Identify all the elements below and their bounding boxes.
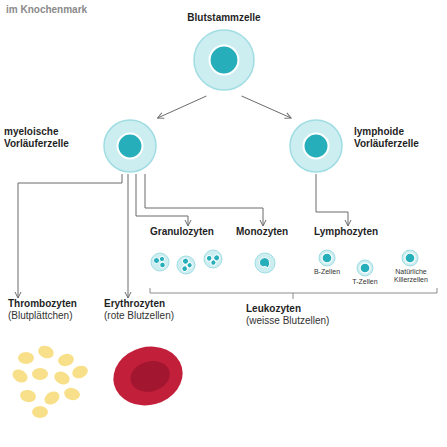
connector-arrow [128,174,129,298]
connector-arrow [242,96,292,118]
platelet [18,352,34,364]
cell-node: Monozyten [234,226,294,276]
cell-node: T-Zellen [348,258,382,288]
nucleus-lobe [181,265,189,273]
node-label: B-Zellen [310,268,344,276]
node-label: Monozyten [236,226,294,238]
node-label: Natürliche Killerzellen [384,268,438,284]
nucleus-lobe [205,254,213,262]
node-label: Thrombozyten [8,298,96,310]
cell-node: Lymphozyten [312,226,384,240]
cell-node: B-Zellen [310,248,344,278]
group-label: (weisse Blutzellen) [246,315,386,327]
granulocyte-body [204,250,222,268]
cell-nucleus [304,134,329,159]
platelet [52,369,72,387]
platelet [63,386,82,402]
cell-nucleus [118,134,143,159]
cell-node: Thrombozyten(Blutplättchen) [4,298,96,420]
monocyte-nucleus [259,258,269,269]
lymphocyte-body [357,260,373,276]
cell-body [290,120,342,172]
granulocyte-nucleus [178,257,194,273]
node-label: lymphoide Vorläuferzelle [354,126,442,150]
nucleus-lobe [159,256,164,261]
nucleus-lobe [160,262,166,268]
node-label: Granulozyten [150,226,226,238]
connector-arrow [18,174,122,298]
node-label: myeloische Vorläuferzelle [4,126,88,150]
platelet [19,389,37,404]
cell-nucleus [210,46,239,75]
nucleus-lobe [154,258,160,264]
cell-illustration [184,12,264,94]
platelet [32,406,48,418]
granulocyte-nucleus [205,250,221,266]
group-label: Leukozyten [246,303,366,315]
monocyte-body [255,253,275,273]
lymphocyte-body [402,250,418,266]
platelet [42,389,62,407]
cell-node: Natürliche Killerzellen [384,248,438,288]
granulocyte-nucleus [154,256,166,267]
connector-arrow [316,174,348,226]
cell-node: Granulozyten [146,226,226,276]
lymphocyte-nucleus [360,263,370,273]
cell-node: Blutstammzelle [184,12,264,94]
node-label: Erythrozyten [104,298,200,310]
node-sublabel: (Blutplättchen) [8,310,96,322]
granulocyte-body [151,253,169,271]
cell-node: lymphoide Vorläuferzelle [288,118,444,174]
cell-body [194,30,254,90]
leukocyte-bracket [150,288,437,293]
connector-arrow [158,96,207,118]
cell-node: myeloische Vorläuferzelle [4,118,164,174]
node-sublabel: (rote Blutzellen) [104,310,200,322]
platelet [57,352,76,368]
lymphocyte-nucleus [405,253,415,263]
cell-body [104,120,156,172]
platelet [10,367,30,385]
node-label: Blutstammzelle [184,12,264,24]
connector-arrow [145,174,263,226]
platelet [32,368,48,380]
platelet [36,344,55,361]
platelet [70,364,89,381]
red-blood-cell-center [127,357,173,396]
cell-node: Erythrozyten(rote Blutzellen) [100,298,200,420]
node-label: Lymphozyten [314,226,384,238]
lymphocyte-body [319,250,335,266]
red-blood-cell [107,339,190,413]
granulocyte-body [177,256,195,274]
lymphocyte-nucleus [322,253,332,263]
node-label: T-Zellen [348,278,382,286]
connector-arrow [136,174,188,226]
bracket-tick [293,293,294,299]
diagram-title: im Knochenmark [6,4,87,15]
